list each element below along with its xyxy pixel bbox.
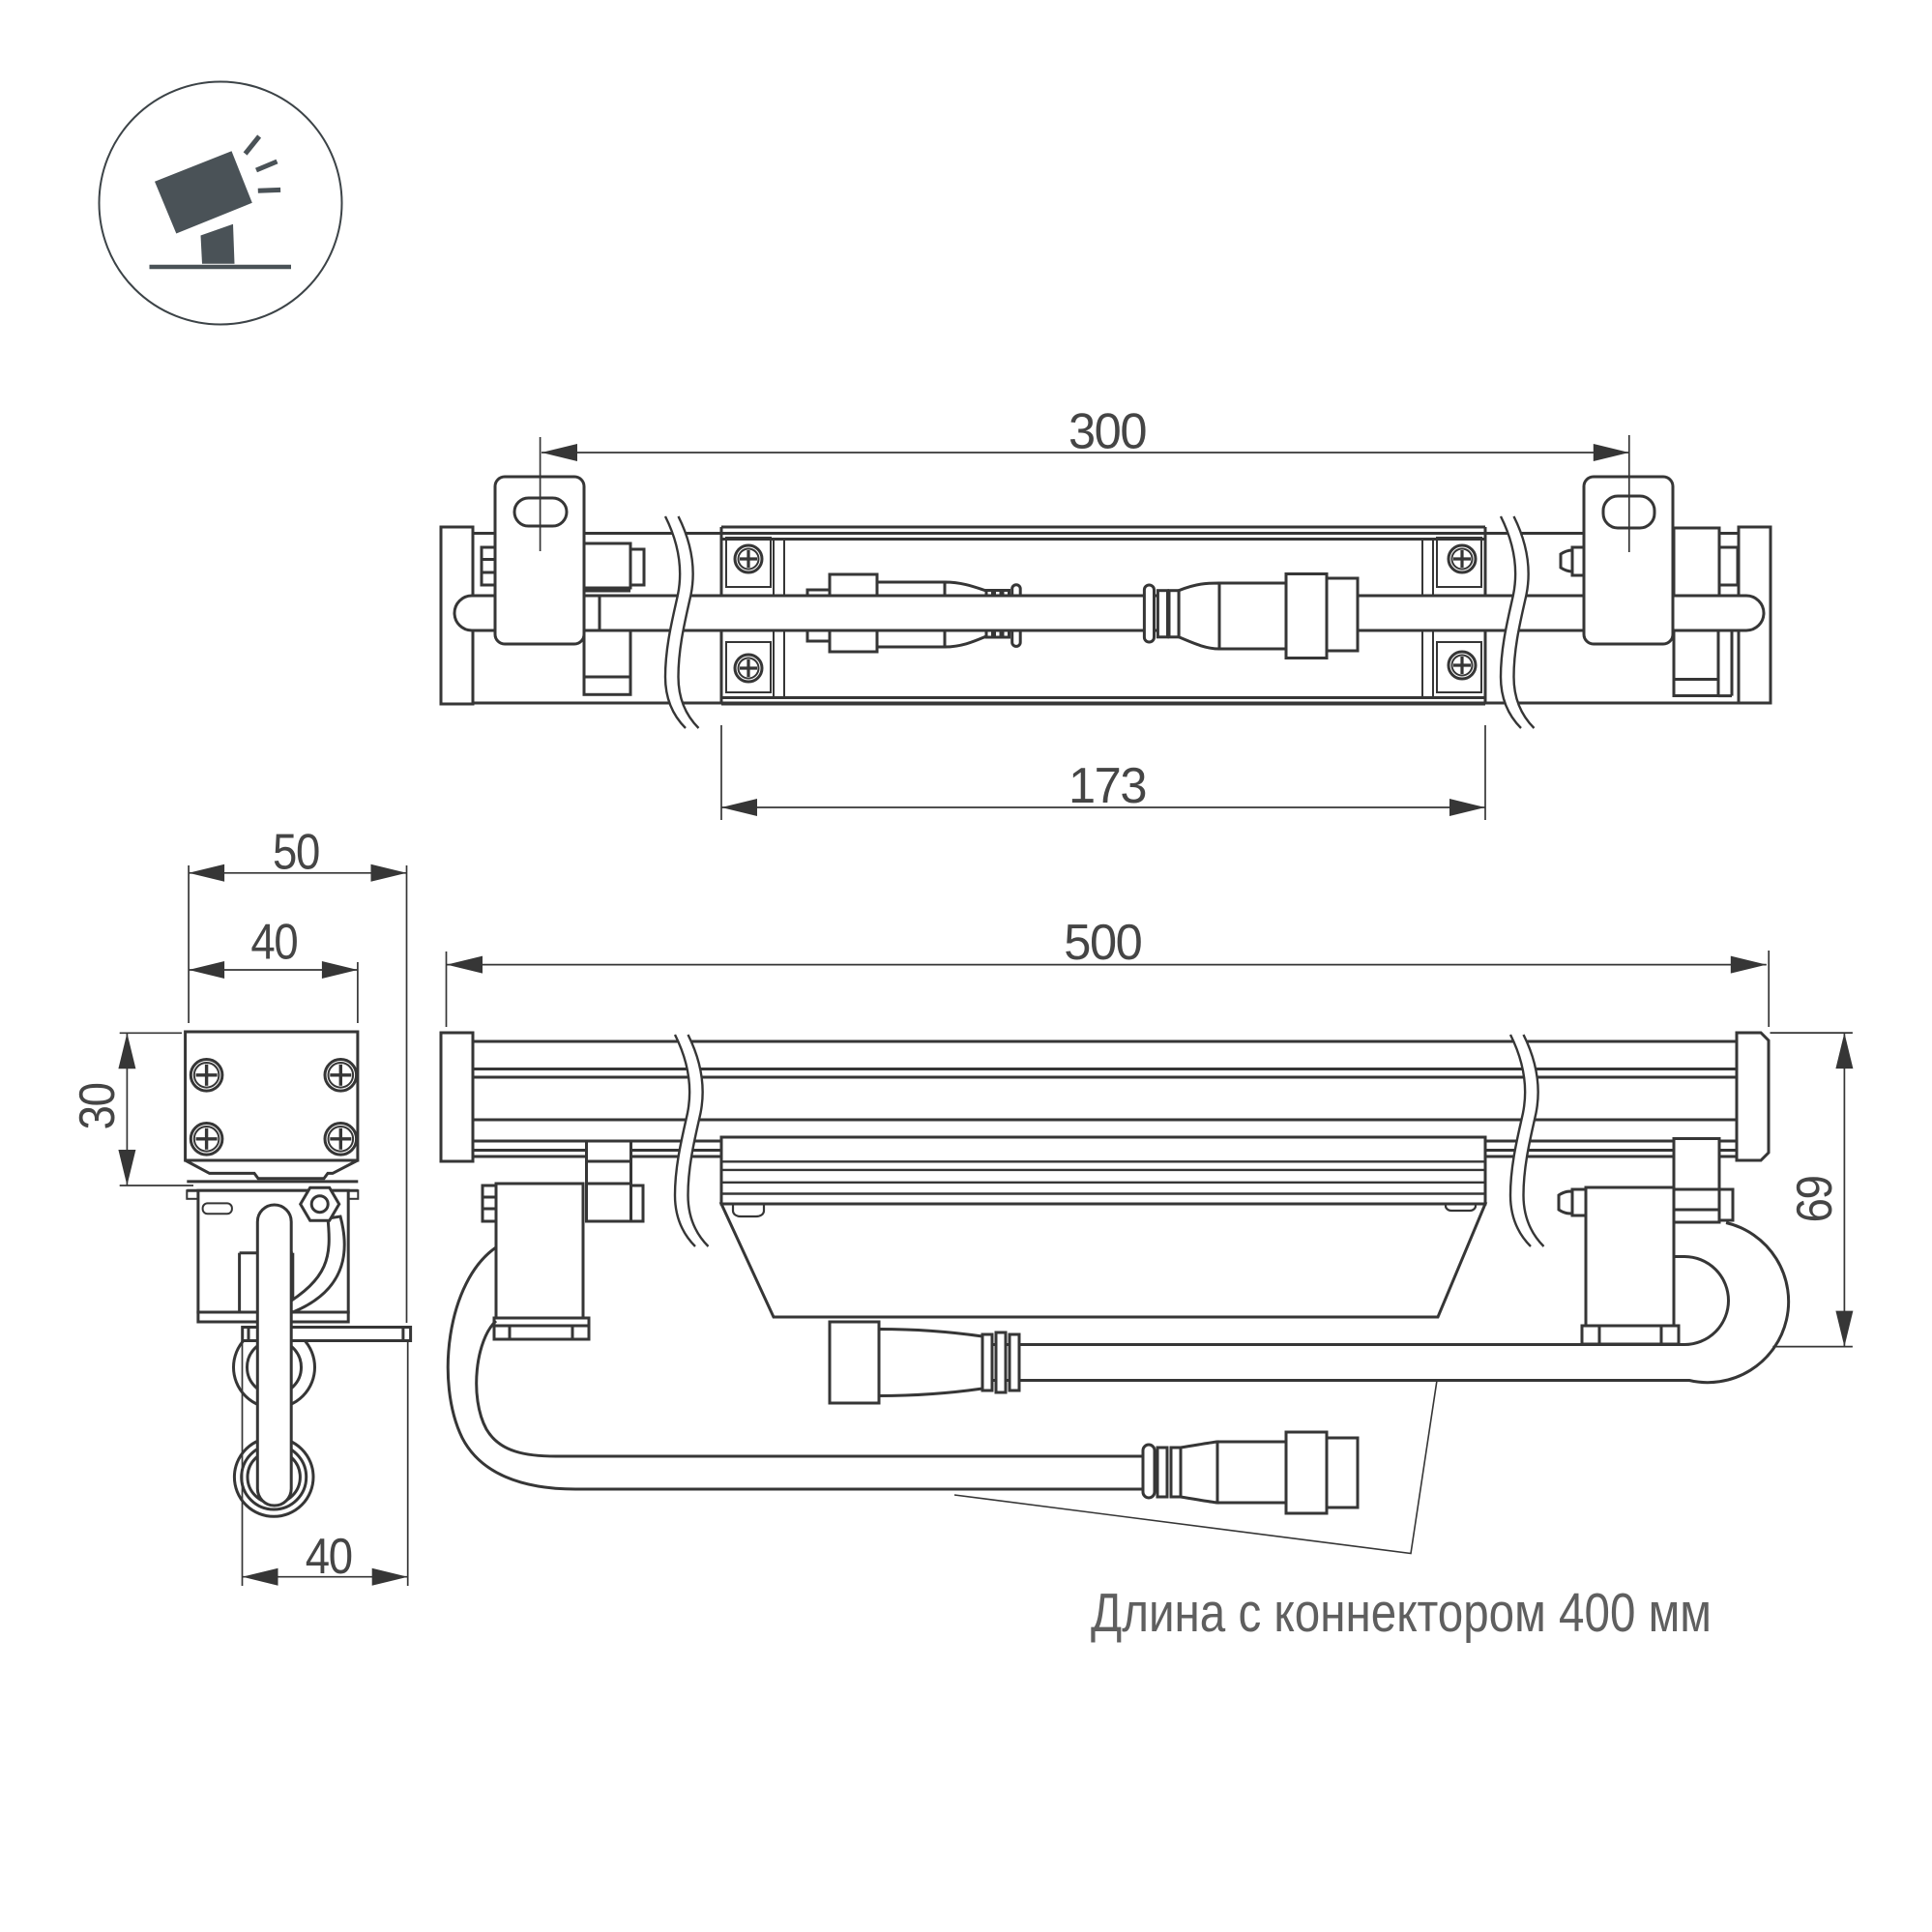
svg-text:69: 69 bbox=[1787, 1176, 1843, 1222]
svg-text:40: 40 bbox=[306, 1529, 352, 1585]
svg-text:30: 30 bbox=[70, 1083, 126, 1129]
svg-text:Длина с коннектором 400 мм: Длина с коннектором 400 мм bbox=[1091, 1582, 1712, 1644]
svg-text:173: 173 bbox=[1068, 758, 1146, 814]
svg-text:50: 50 bbox=[273, 825, 319, 881]
svg-text:500: 500 bbox=[1064, 915, 1141, 971]
svg-text:40: 40 bbox=[250, 915, 297, 971]
svg-text:300: 300 bbox=[1068, 404, 1146, 460]
